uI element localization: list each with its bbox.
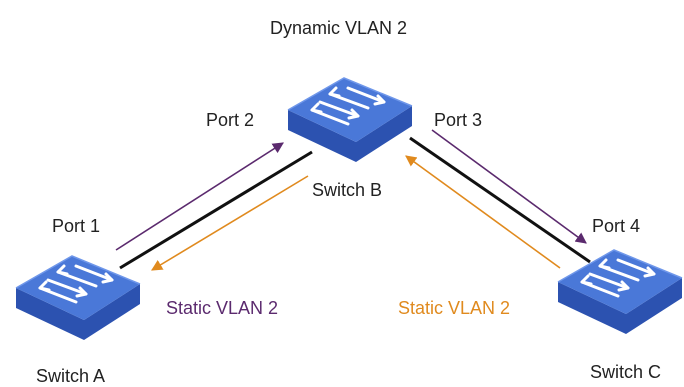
- dynamic-vlan-title: Dynamic VLAN 2: [270, 18, 407, 38]
- port-2-label: Port 2: [206, 110, 254, 130]
- switch-b-icon: [286, 76, 414, 164]
- port-4-label: Port 4: [592, 216, 640, 236]
- link-b-c: [409, 136, 591, 264]
- arrow-c-to-b-orange: [405, 155, 561, 269]
- static-vlan-left-label: Static VLAN 2: [166, 298, 278, 318]
- link-a-b: [119, 150, 313, 270]
- port-1-label: Port 1: [52, 216, 100, 236]
- arrow-b-to-a-orange: [151, 175, 309, 271]
- switch-c-icon: [556, 248, 684, 336]
- arrow-port1-to-port2: [115, 142, 284, 251]
- arrow-port3-to-port4: [431, 129, 587, 244]
- switch-c-label: Switch C: [590, 362, 661, 382]
- switch-a-label: Switch A: [36, 366, 105, 386]
- static-vlan-right-label: Static VLAN 2: [398, 298, 510, 318]
- port-3-label: Port 3: [434, 110, 482, 130]
- switch-b-label: Switch B: [312, 180, 382, 200]
